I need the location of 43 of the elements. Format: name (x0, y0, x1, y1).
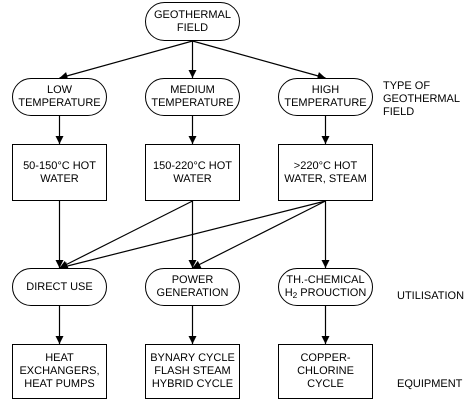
arrow (192, 40, 326, 80)
process-box (12, 344, 107, 399)
node-text: HIGH TEMPERATURE (283, 84, 368, 110)
arrow (322, 116, 330, 144)
level-label: EQUIPMENT (397, 378, 464, 391)
arrow (322, 201, 330, 268)
arrow (322, 306, 330, 344)
node-text: COPPER-CHLORINE CYCLE (296, 352, 355, 391)
process-box (278, 344, 373, 399)
process-box (145, 144, 240, 201)
arrow (59, 200, 193, 269)
process-box (145, 344, 240, 399)
node-text: 150-220°C HOT WATER (152, 160, 233, 186)
arrow (188, 41, 196, 78)
rounded-node (145, 78, 240, 116)
arrow (192, 200, 326, 269)
level-label: TYPE OF GEOTHERMAL FIELD (383, 80, 461, 119)
arrow (188, 306, 196, 344)
process-box (12, 144, 107, 201)
arrow (56, 201, 64, 268)
node-text: MEDIUM TEMPERATURE (150, 84, 235, 110)
level-label: UTILISATION (397, 290, 466, 303)
rounded-node (12, 78, 107, 116)
rounded-node (278, 268, 373, 306)
rounded-node (12, 268, 107, 306)
node-text: POWER GENERATION (156, 274, 230, 300)
arrow (56, 306, 64, 344)
arrow (56, 116, 64, 144)
node-text: DIRECT USE (26, 280, 93, 294)
node-text: >220°C HOT WATER, STEAM (283, 160, 368, 186)
rounded-node (278, 78, 373, 116)
rounded-node (145, 2, 240, 41)
node-text: 50-150°C HOT WATER (22, 160, 97, 186)
arrow (188, 116, 196, 144)
arrow (188, 201, 196, 268)
node-text: GEOTHERMAL FIELD (152, 8, 232, 34)
process-box (278, 144, 373, 201)
rounded-node (145, 268, 240, 306)
node-text: LOW TEMPERATURE (17, 84, 102, 110)
arrow (59, 40, 193, 80)
node-text: BYNARY CYCLE FLASH STEAM HYBRID CYCLE (150, 352, 235, 391)
node-text: HEAT EXCHANGERS, HEAT PUMPS (18, 352, 101, 391)
node-text: TH.-CHEMICAL H$_{2}$ PROUCTION (284, 274, 368, 300)
